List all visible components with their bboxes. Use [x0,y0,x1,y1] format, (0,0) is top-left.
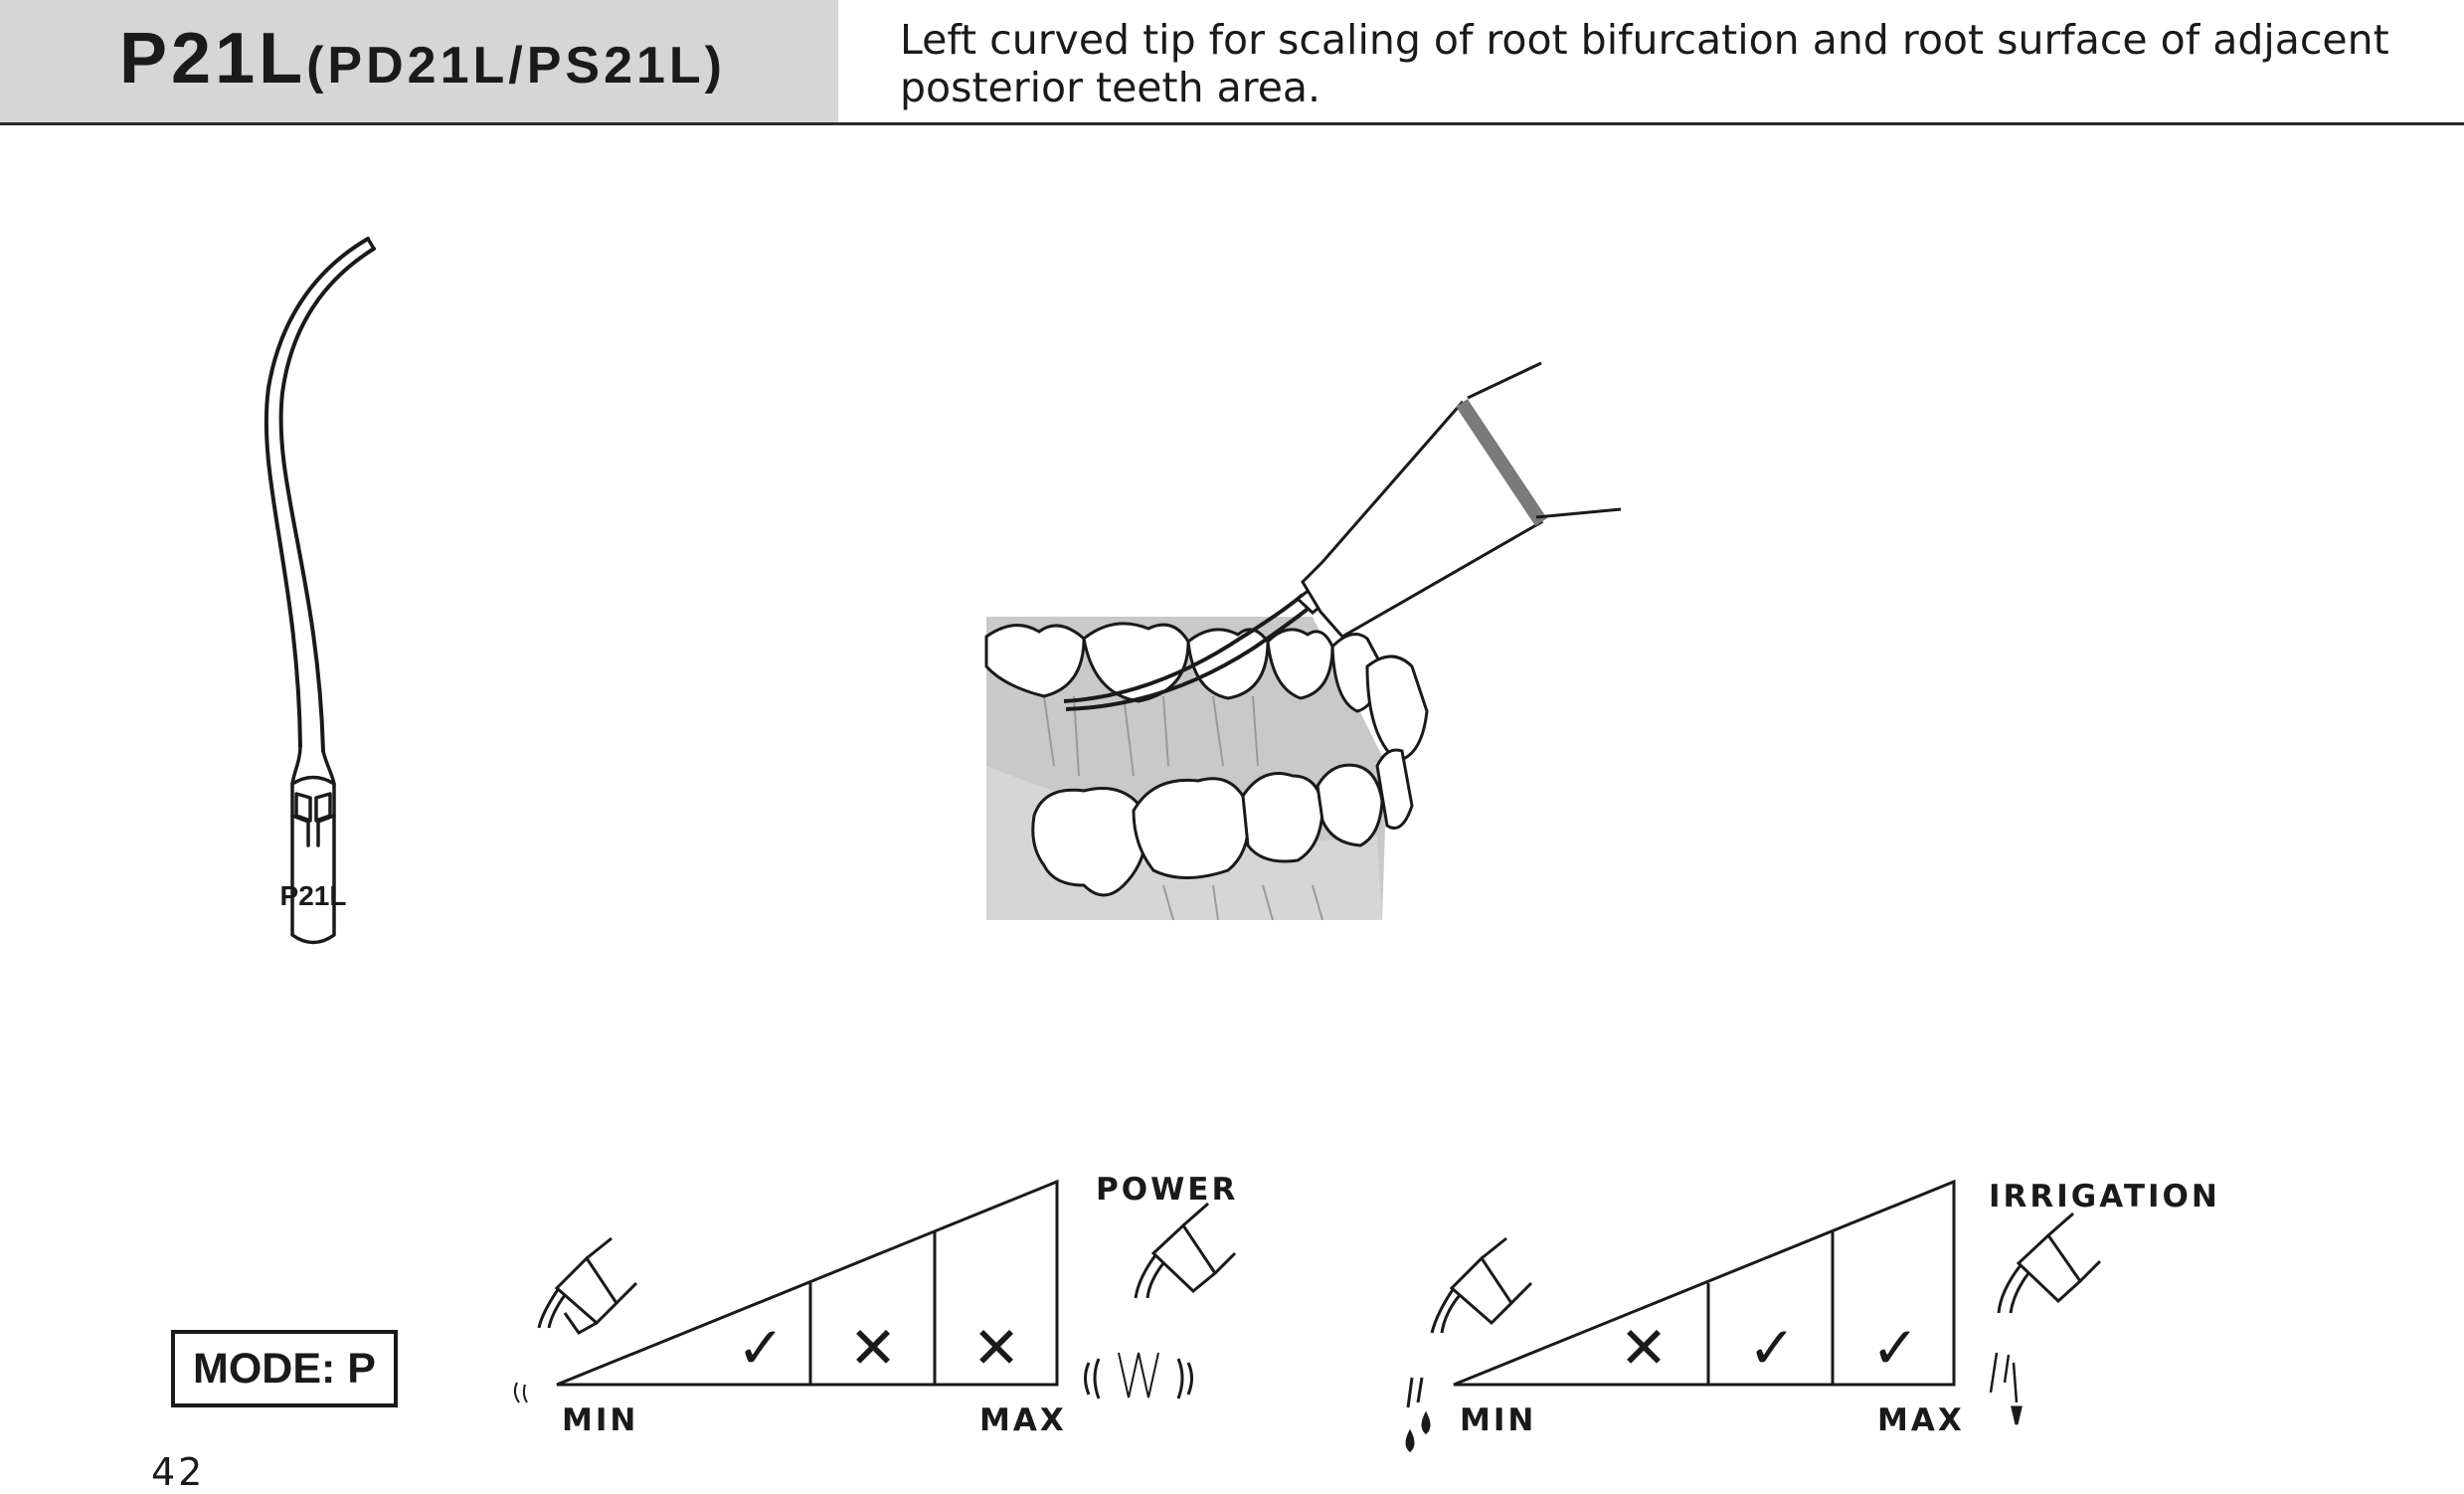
check-icon: ✓ [1748,1314,1797,1382]
handpiece-icon [1430,1236,1533,1334]
irrigation-max-label: MAX [1877,1402,1965,1438]
header-band [0,0,838,122]
power-chart: ✓ ✕ ✕ [513,1179,1237,1403]
handpiece-icon [537,1236,638,1335]
model-name: P21L [119,19,307,98]
cross-icon: ✕ [972,1314,1021,1382]
handpiece-icon [1134,1202,1237,1299]
mode-label: MODE: P [171,1330,398,1407]
product-description: Left curved tip for scaling of root bifu… [900,16,2389,111]
teeth-treatment-illustration [984,361,1622,921]
power-max-label: MAX [979,1402,1067,1438]
check-icon: ✓ [737,1314,786,1382]
power-segment-marks: ✓ ✕ ✕ [737,1314,1021,1382]
power-title: POWER [1096,1172,1239,1208]
header-divider [0,122,2464,125]
water-drop-icon [1989,1352,2023,1425]
page-number: 42 [151,1450,206,1494]
water-drop-icon [1405,1377,1431,1453]
irrigation-min-label: MIN [1460,1402,1537,1438]
tip-engraving: P21L [280,880,347,911]
model-variants: (PD21L/PS21L) [306,37,726,94]
power-min-label: MIN [562,1402,639,1438]
scaler-tip-illustration: P21L [264,237,376,945]
vibration-icon [1084,1352,1193,1400]
irrigation-segment-marks: ✕ ✓ ✓ [1620,1314,1920,1382]
cross-icon: ✕ [849,1314,898,1382]
irrigation-title: IRRIGATION [1989,1179,2220,1214]
cross-icon: ✕ [1620,1314,1669,1382]
irrigation-chart: ✕ ✓ ✓ [1405,1179,2102,1453]
handpiece-icon [1997,1212,2102,1314]
product-title: P21L(PD21L/PS21L) [119,18,726,99]
check-icon: ✓ [1871,1314,1920,1382]
